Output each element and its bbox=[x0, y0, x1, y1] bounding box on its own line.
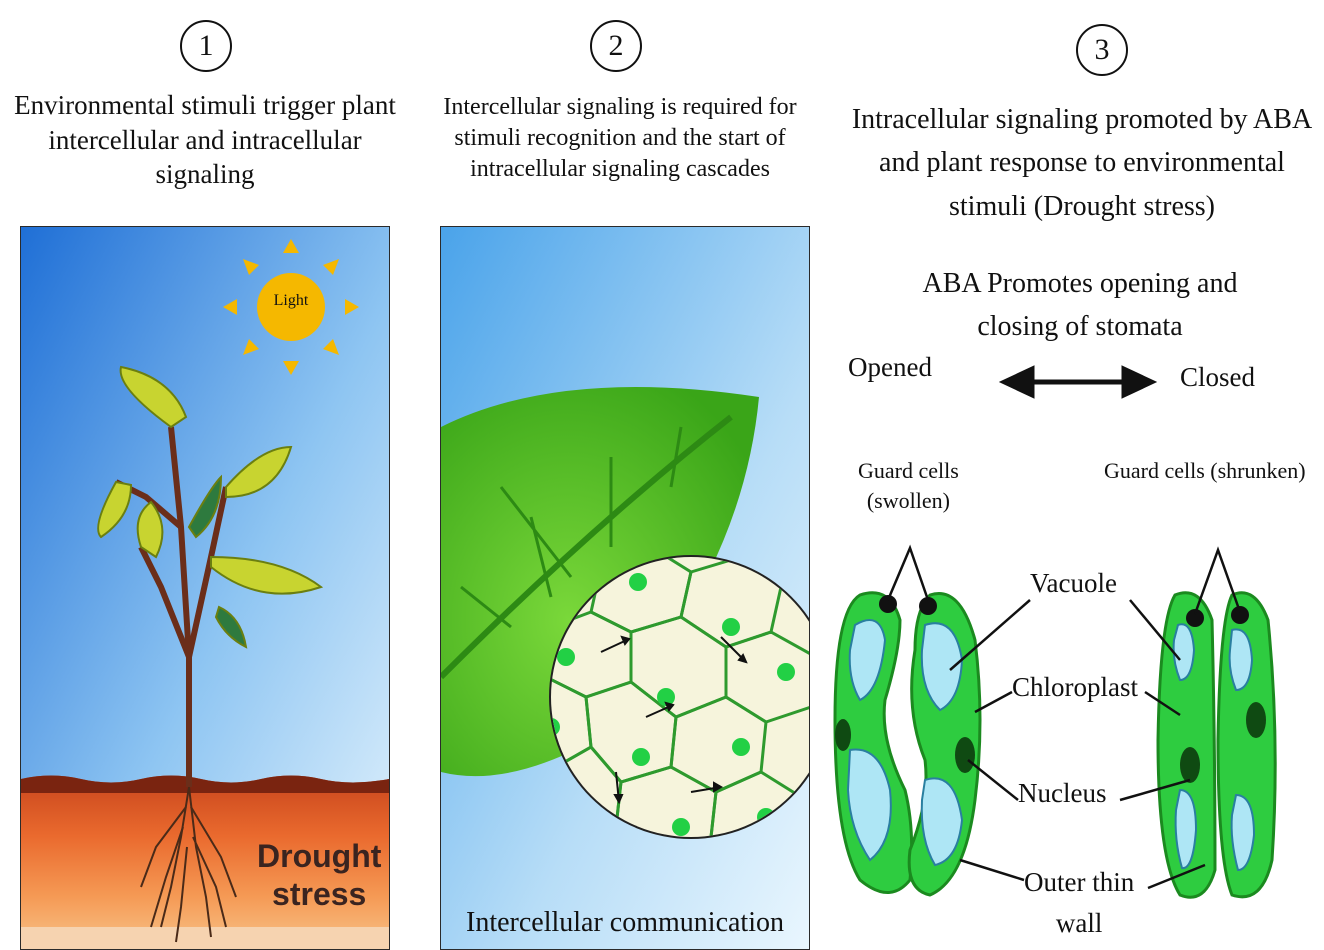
double-arrow-icon bbox=[1000, 366, 1156, 398]
open-guard-cells bbox=[835, 593, 980, 895]
closed-guard-cells bbox=[1158, 593, 1275, 897]
